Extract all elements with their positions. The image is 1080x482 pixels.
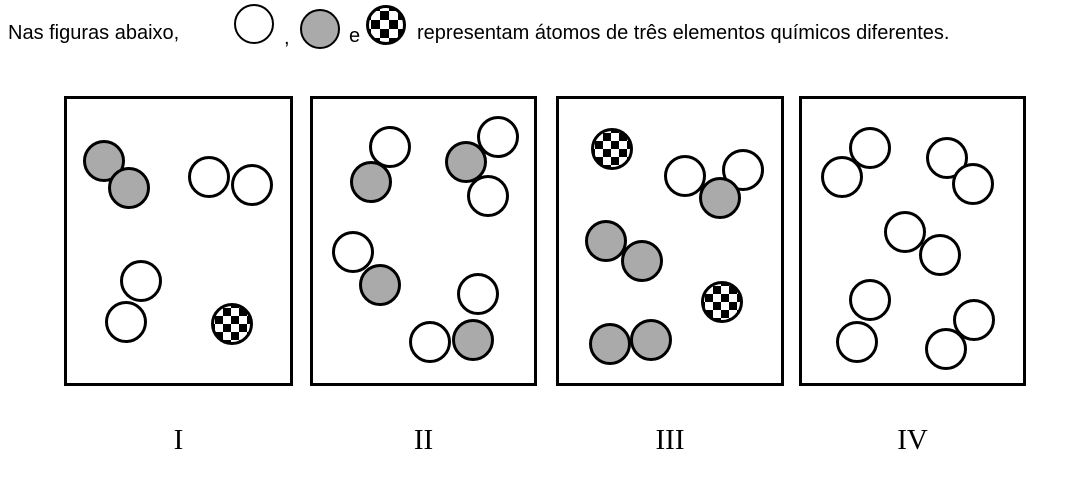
gray-atom [83,140,125,182]
white-atom [332,231,374,273]
white-atom [836,321,878,363]
figure-box-4 [799,96,1026,386]
gray-atom [350,161,392,203]
white-atom [919,234,961,276]
gray-atom [699,177,741,219]
statement-text-after: representam átomos de três elementos quí… [417,22,950,44]
gray-atom [108,167,150,209]
figure-box-2 [310,96,537,386]
white-atom [188,156,230,198]
gray-atom [585,220,627,262]
white-atom [120,260,162,302]
gray-atom [630,319,672,361]
gray-atom [621,240,663,282]
figure-box-3 [556,96,784,386]
checkered-atom [211,303,253,345]
gray-atom-icon [300,9,340,49]
white-atom [409,321,451,363]
question-statement: Nas figuras abaixo, , e representam átom… [0,0,1080,70]
white-atom [231,164,273,206]
figure-label-4: IV [897,424,928,456]
figure-box-1 [64,96,293,386]
statement-comma: , [284,27,290,49]
checkered-atom [701,281,743,323]
checkered-atom-icon [366,5,406,45]
white-atom [926,137,968,179]
white-atom [849,279,891,321]
figure-label-1: I [173,424,184,456]
white-atom [105,301,147,343]
gray-atom [452,319,494,361]
gray-atom [359,264,401,306]
white-atom [664,155,706,197]
statement-conjunction: e [349,25,361,47]
figure-label-2: II [413,424,434,456]
white-atom [952,163,994,205]
white-atom [849,127,891,169]
white-atom-icon [234,4,274,44]
white-atom [884,211,926,253]
white-atom [467,175,509,217]
white-atom [457,273,499,315]
statement-text-before: Nas figuras abaixo, [8,22,180,44]
white-atom [477,116,519,158]
checkered-atom [591,128,633,170]
gray-atom [589,323,631,365]
white-atom [925,328,967,370]
gray-atom [445,141,487,183]
figure-label-3: III [655,424,685,456]
